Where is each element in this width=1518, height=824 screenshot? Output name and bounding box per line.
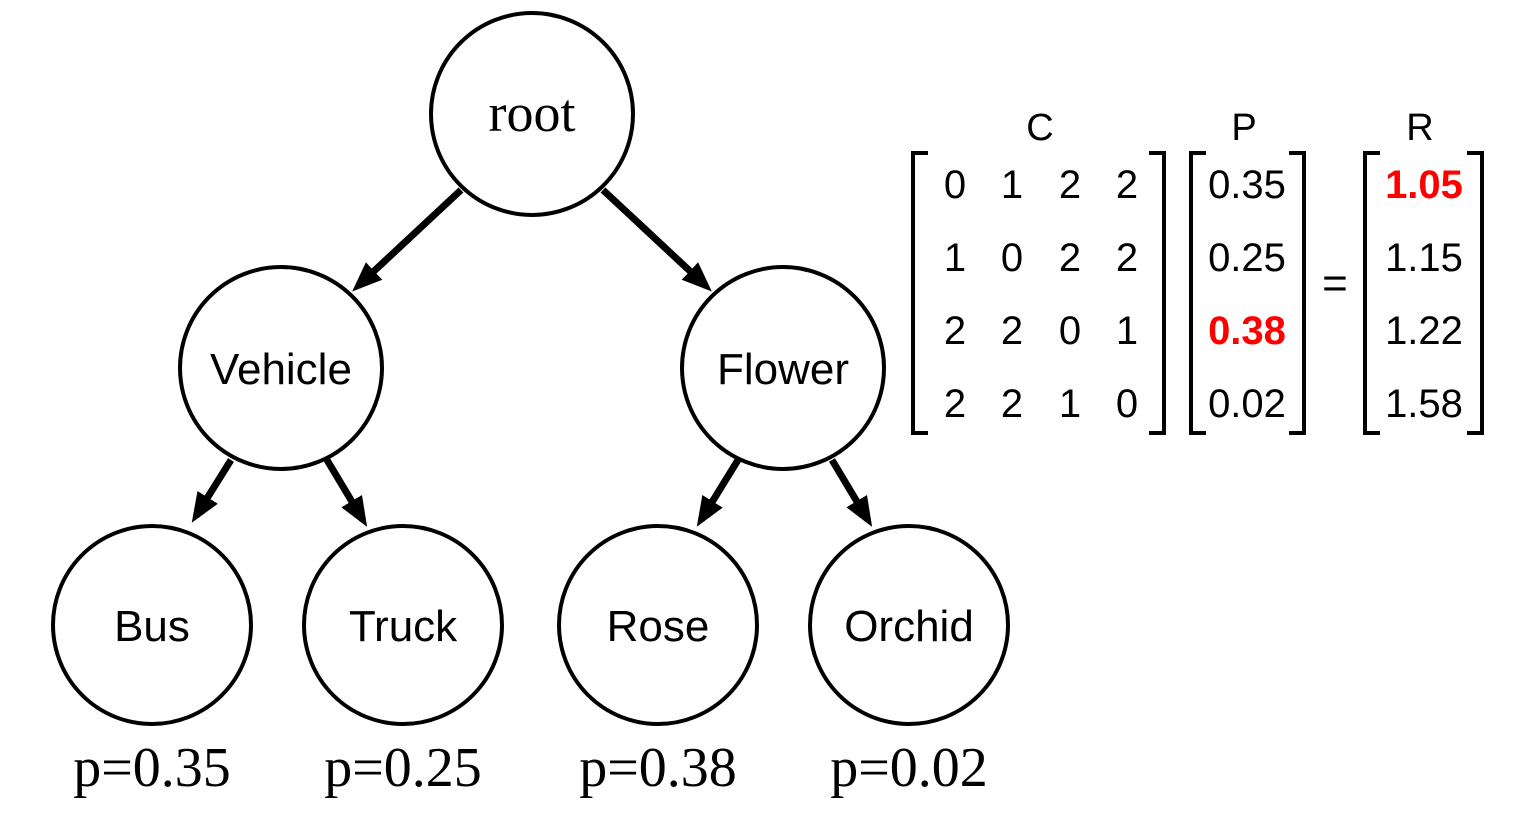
node-label-rose: Rose xyxy=(607,602,710,651)
vector-r-cell: 1.58 xyxy=(1385,382,1463,426)
matrix-c-cell: 2 xyxy=(1001,382,1023,426)
matrix-equation: C P R 0 1 2 2 1 0 2 2 2 2 0 1 2 2 xyxy=(911,107,1484,435)
matrix-c-cell: 1 xyxy=(944,236,966,280)
matrix-c-cell: 2 xyxy=(1059,236,1081,280)
matrix-c-left-bracket xyxy=(911,151,928,435)
matrix-c-right-bracket xyxy=(1149,151,1166,435)
matrix-c-cell: 1 xyxy=(1059,382,1081,426)
vector-p-cell: 0.38 xyxy=(1208,309,1286,353)
matrix-c-cell: 2 xyxy=(944,382,966,426)
matrix-brackets xyxy=(911,151,1484,435)
tree-edges xyxy=(191,187,873,527)
edge-root-flower xyxy=(600,187,712,292)
matrix-c-label: C xyxy=(1026,107,1053,149)
matrix-c-cell: 0 xyxy=(1059,309,1081,353)
leaf-prob-orchid: p=0.02 xyxy=(830,737,988,799)
matrix-c-cell: 1 xyxy=(1116,309,1138,353)
node-truck xyxy=(302,524,504,726)
matrix-c-cell: 2 xyxy=(944,309,966,353)
vector-r-cell: 1.05 xyxy=(1385,163,1463,207)
vector-r-left-bracket xyxy=(1363,151,1380,435)
vector-r-right-bracket xyxy=(1467,151,1484,435)
vector-p-cell: 0.25 xyxy=(1208,236,1286,280)
edge-root-vehicle xyxy=(352,187,464,292)
vector-p-label: P xyxy=(1231,107,1256,149)
vector-r-cells: 1.05 1.15 1.22 1.58 xyxy=(1385,163,1463,426)
vector-p-left-bracket xyxy=(1189,151,1206,435)
vector-r-label: R xyxy=(1406,107,1433,149)
node-bus xyxy=(51,524,253,726)
matrix-c-cell: 2 xyxy=(1001,309,1023,353)
node-label-orchid: Orchid xyxy=(844,602,974,651)
vector-p-right-bracket xyxy=(1289,151,1306,435)
node-root xyxy=(429,11,635,217)
vector-r-cell: 1.15 xyxy=(1385,236,1463,280)
leaf-prob-truck: p=0.25 xyxy=(324,737,482,799)
matrix-c-cell: 0 xyxy=(944,163,966,207)
node-label-bus: Bus xyxy=(114,602,190,651)
node-label-truck: Truck xyxy=(349,602,458,651)
node-flower xyxy=(680,265,886,471)
matrix-c-cell: 0 xyxy=(1116,382,1138,426)
matrix-c-cell: 1 xyxy=(1001,163,1023,207)
matrix-c-cell: 0 xyxy=(1001,236,1023,280)
edge-flower-rose xyxy=(696,458,741,527)
edge-vehicle-bus xyxy=(191,458,234,523)
matrix-c-cells: 0 1 2 2 1 0 2 2 2 2 0 1 2 2 1 0 xyxy=(944,163,1138,426)
matrix-c-cell: 2 xyxy=(1116,163,1138,207)
matrix-c-cell: 2 xyxy=(1116,236,1138,280)
matrix-c-cell: 2 xyxy=(1059,163,1081,207)
node-orchid xyxy=(808,524,1010,726)
leaf-prob-bus: p=0.35 xyxy=(73,737,231,799)
vector-p-cell: 0.35 xyxy=(1208,163,1286,207)
equals-sign: = xyxy=(1322,259,1348,308)
node-label-root: root xyxy=(489,83,576,143)
edge-flower-orchid xyxy=(828,458,873,527)
node-label-vehicle: Vehicle xyxy=(210,345,352,394)
tree-nodes xyxy=(51,11,1010,726)
edge-vehicle-truck xyxy=(323,458,368,527)
vector-p-cell: 0.02 xyxy=(1208,382,1286,426)
node-rose xyxy=(557,524,759,726)
vector-p-cells: 0.35 0.25 0.38 0.02 xyxy=(1208,163,1286,426)
node-vehicle xyxy=(178,265,384,471)
leaf-prob-rose: p=0.38 xyxy=(579,737,737,799)
node-label-flower: Flower xyxy=(717,345,849,394)
vector-r-cell: 1.22 xyxy=(1385,309,1463,353)
